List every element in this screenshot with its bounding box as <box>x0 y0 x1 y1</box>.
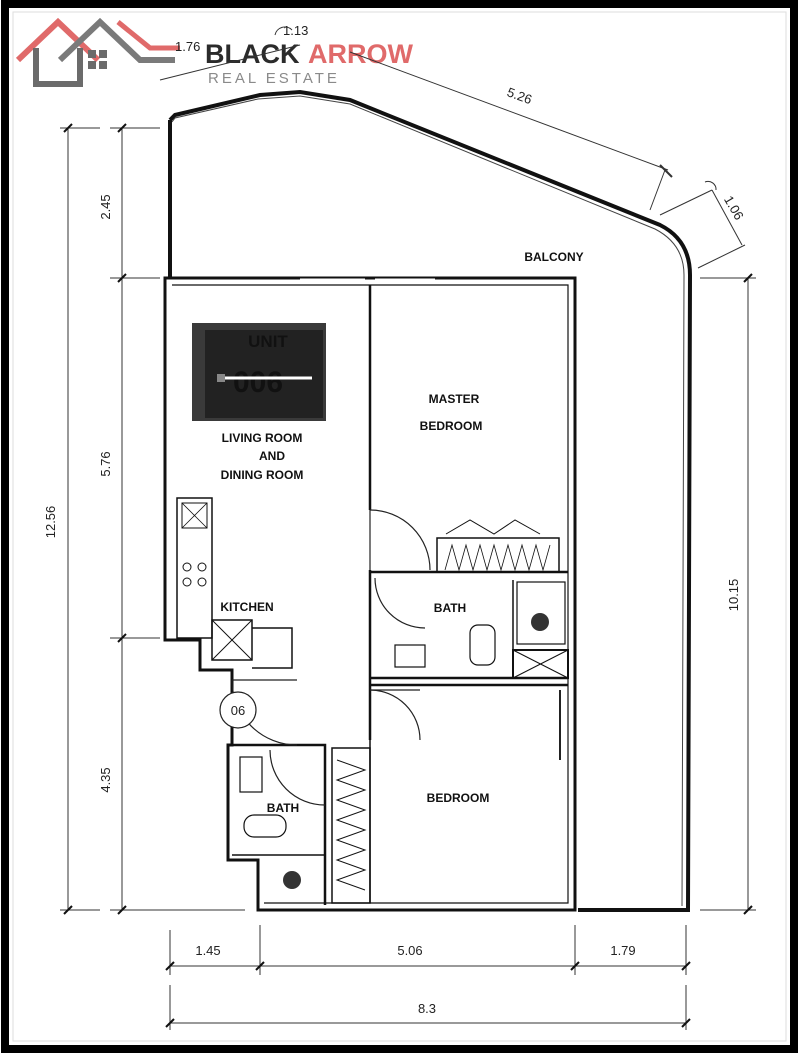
brand-tagline: REAL ESTATE <box>208 70 340 87</box>
dimension-ticks <box>63 123 753 1028</box>
dim-right-total: 10.15 <box>726 579 741 612</box>
floor-drain <box>283 871 301 889</box>
room-balcony: BALCONY <box>524 250 583 264</box>
room-master-1: MASTER <box>429 392 480 406</box>
house-icon <box>15 17 101 63</box>
dim-top-small2: 1.13 <box>283 23 308 38</box>
room-master-2: BEDROOM <box>420 419 483 433</box>
unit-badge: UNIT 006 <box>192 323 326 421</box>
dim-left-mid: 5.76 <box>98 451 113 476</box>
exterior-outline <box>168 89 693 912</box>
brand-name-part2: ARROW <box>308 39 413 69</box>
dim-bottom-total: 8.3 <box>418 1001 436 1016</box>
dim-bottom-right: 1.79 <box>610 943 635 958</box>
dim-bottom-left: 1.45 <box>195 943 220 958</box>
door-swings <box>231 509 561 806</box>
room-bedroom: BEDROOM <box>427 791 490 805</box>
room-bath-master: BATH <box>434 601 466 615</box>
room-living-3: DINING ROOM <box>221 468 304 482</box>
apartment-walls <box>163 276 577 912</box>
dim-left-total: 12.56 <box>43 506 58 539</box>
brand-name-part1: BLACK <box>205 39 300 69</box>
dim-left-top: 2.45 <box>98 194 113 219</box>
dim-bottom-mid: 5.06 <box>397 943 422 958</box>
door-tag-label: 06 <box>231 703 245 718</box>
room-living-1: LIVING ROOM <box>222 431 303 445</box>
door-tag: 06 <box>219 691 257 729</box>
unit-title: UNIT <box>248 332 288 351</box>
room-kitchen: KITCHEN <box>220 600 273 614</box>
dimension-lines <box>60 26 756 1030</box>
room-living-2: AND <box>259 449 285 463</box>
brand-logo: BLACK ARROW REAL ESTATE <box>15 14 413 94</box>
dim-top-small: 1.76 <box>175 39 200 54</box>
dim-left-bottom: 4.35 <box>98 767 113 792</box>
room-bath-secondary: BATH <box>267 801 299 815</box>
inner-frame <box>12 11 787 1042</box>
unit-number: 006 <box>233 366 283 399</box>
floor-drain <box>531 613 549 631</box>
